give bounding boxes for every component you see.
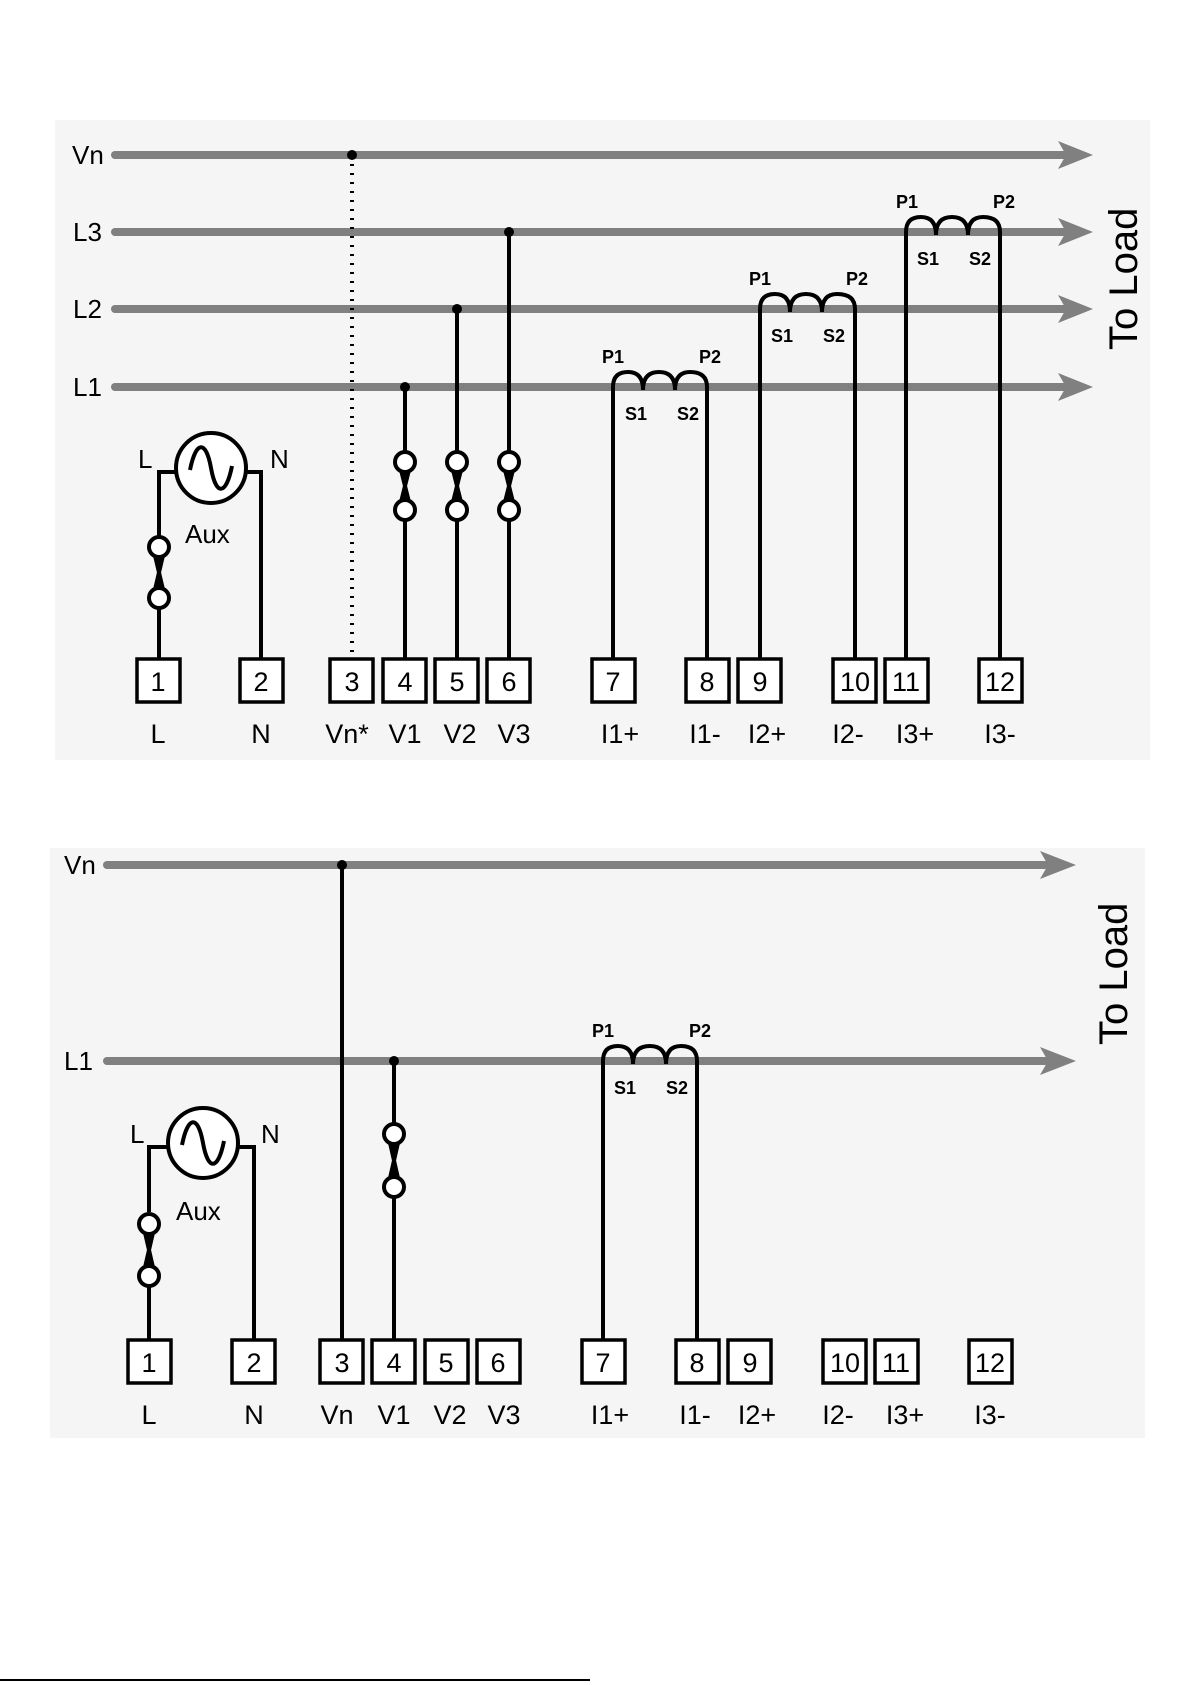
terminal-number: 8: [689, 1348, 704, 1378]
ct-label: S1: [614, 1078, 636, 1098]
terminal-number: 12: [985, 667, 1015, 697]
ct-label: S1: [625, 404, 647, 424]
aux-l-label: L: [130, 1119, 144, 1149]
fuse-icon: [384, 1124, 404, 1144]
aux-l-label: L: [138, 444, 152, 474]
terminal-label: I3-: [984, 719, 1016, 749]
terminal-label: Vn*: [325, 719, 369, 749]
terminal-label: I3-: [974, 1400, 1006, 1430]
terminal-label: N: [251, 719, 271, 749]
aux-label: Aux: [176, 1196, 221, 1226]
ct-label: S2: [666, 1078, 688, 1098]
ct-label: S2: [677, 404, 699, 424]
terminal-label: I2-: [832, 719, 864, 749]
terminal-number: 2: [253, 667, 268, 697]
aux-label: Aux: [185, 519, 230, 549]
terminal-number: 11: [882, 1348, 910, 1378]
terminal-number: 4: [397, 667, 412, 697]
junction-dot: [400, 382, 410, 392]
terminal-number: 8: [699, 667, 714, 697]
terminal-number: 11: [892, 667, 920, 697]
junction-dot: [389, 1056, 399, 1066]
bus-label-vn: Vn: [72, 140, 104, 170]
terminal-label: N: [244, 1400, 264, 1430]
to-load-label: To Load: [1092, 903, 1136, 1045]
ct-label: P1: [896, 192, 918, 212]
terminal-number: 9: [752, 667, 767, 697]
fuse-icon: [499, 452, 519, 472]
bus-label-l3: L3: [73, 217, 102, 247]
terminal-label: L: [150, 719, 165, 749]
ct-label: P2: [689, 1021, 711, 1041]
terminal-label: I1+: [601, 719, 639, 749]
ct-label: P1: [602, 347, 624, 367]
terminal-number: 9: [742, 1348, 757, 1378]
bus-label-l1: L1: [73, 372, 102, 402]
terminal-number: 12: [975, 1348, 1005, 1378]
junction-dot: [452, 304, 462, 314]
ct-label: P2: [699, 347, 721, 367]
terminal-label: V3: [487, 1400, 520, 1430]
terminal-label: V1: [377, 1400, 410, 1430]
terminal-number: 7: [595, 1348, 610, 1378]
ct-label: S2: [969, 249, 991, 269]
aux-n-label: N: [261, 1119, 280, 1149]
terminal-label: Vn: [320, 1400, 353, 1430]
terminal-number: 6: [490, 1348, 505, 1378]
terminal-label: I1-: [689, 719, 721, 749]
terminal-number: 5: [449, 667, 464, 697]
single-phase-diagram: Vn L1 To Load L N Aux: [50, 848, 1145, 1438]
fuse-icon: [447, 452, 467, 472]
terminal-label: I3+: [886, 1400, 924, 1430]
ct-label: P1: [749, 269, 771, 289]
terminal-label: I3+: [896, 719, 934, 749]
bus-label-l1: L1: [64, 1046, 93, 1076]
bus-label-l2: L2: [73, 294, 102, 324]
terminal-number: 10: [840, 667, 870, 697]
terminal-label: V1: [388, 719, 421, 749]
ct-label: P1: [592, 1021, 614, 1041]
terminal-label: I2+: [748, 719, 786, 749]
terminal-number: 7: [605, 667, 620, 697]
terminal-number: 2: [246, 1348, 261, 1378]
terminal-label: I2+: [738, 1400, 776, 1430]
terminal-number: 5: [438, 1348, 453, 1378]
aux-n-label: N: [270, 444, 289, 474]
to-load-label: To Load: [1102, 208, 1146, 350]
junction-dot: [347, 150, 357, 160]
ct-label: S1: [771, 326, 793, 346]
terminal-number: 1: [141, 1348, 156, 1378]
terminal-label: V2: [433, 1400, 466, 1430]
ct-label: S1: [917, 249, 939, 269]
junction-dot: [504, 227, 514, 237]
three-phase-diagram: Vn L3 L2 L1 To Load L N Aux: [55, 120, 1150, 760]
terminal-number: 3: [334, 1348, 349, 1378]
terminal-number: 1: [150, 667, 165, 697]
terminal-number: 3: [344, 667, 359, 697]
bus-label-vn: Vn: [64, 850, 96, 880]
terminal-label: V2: [443, 719, 476, 749]
junction-dot: [337, 860, 347, 870]
terminal-label: L: [141, 1400, 156, 1430]
ct-label: P2: [846, 269, 868, 289]
fuse-icon: [395, 452, 415, 472]
ct-label: S2: [823, 326, 845, 346]
terminal-number: 6: [501, 667, 516, 697]
terminal-number: 10: [830, 1348, 860, 1378]
terminal-label: I1+: [591, 1400, 629, 1430]
terminal-label: I1-: [679, 1400, 711, 1430]
terminal-label: V3: [497, 719, 530, 749]
ct-label: P2: [993, 192, 1015, 212]
terminal-number: 4: [386, 1348, 401, 1378]
terminal-label: I2-: [822, 1400, 854, 1430]
